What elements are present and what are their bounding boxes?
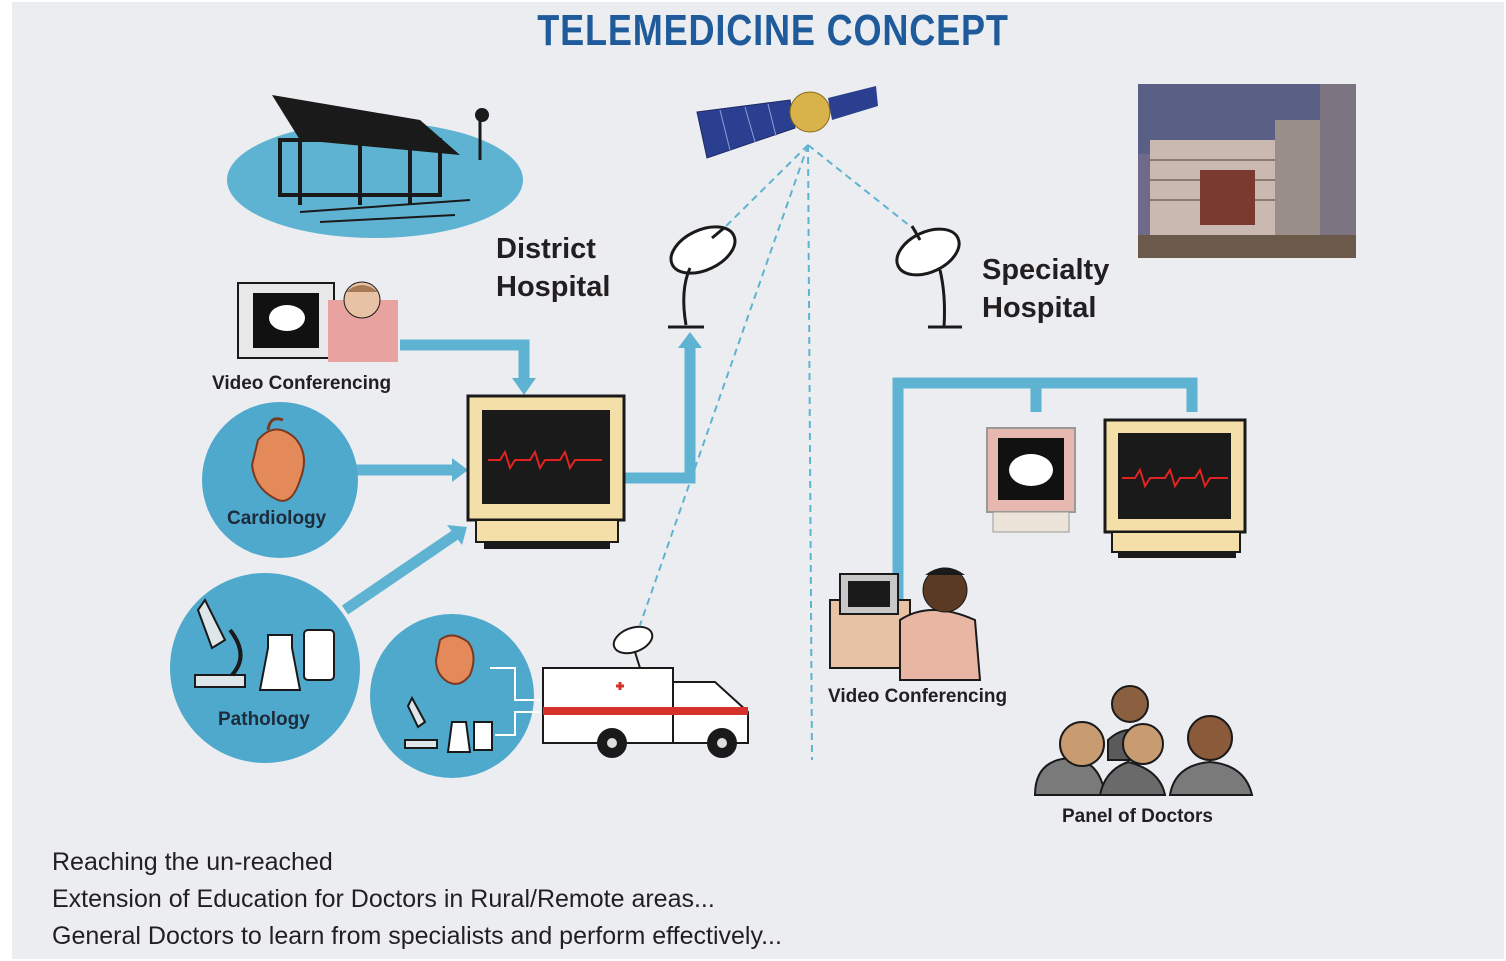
doctor-at-computer-icon <box>829 567 982 681</box>
cardiology-label: Cardiology <box>227 508 327 529</box>
district-hospital-line2: Hospital <box>496 271 611 303</box>
satellite-links <box>639 144 926 761</box>
heart-icon <box>434 634 475 685</box>
footer-line-3: General Doctors to learn from specialist… <box>52 922 782 950</box>
video-conferencing-left-label: Video Conferencing <box>212 373 392 394</box>
heart-icon <box>250 417 305 502</box>
panel-of-doctors-label: Panel of Doctors <box>1062 806 1213 827</box>
arrowheads <box>447 332 702 545</box>
video-conferencing-right-label: Video Conferencing <box>828 686 1008 707</box>
dish-antenna-icon <box>668 225 737 329</box>
ecg-monitor-icon <box>1103 418 1247 558</box>
specialty-hospital-line1: Specialty <box>982 254 1110 286</box>
district-hospital-label: District Hospital <box>496 230 610 306</box>
specialty-hospital-label: Specialty Hospital <box>982 251 1109 327</box>
footer-line-1: Reaching the un-reached <box>52 848 333 876</box>
microscope-icon <box>194 598 335 691</box>
pathology-label: Pathology <box>218 709 310 730</box>
district-hospital-line1: District <box>496 233 596 265</box>
monitor-icon <box>237 281 398 362</box>
monitor-icon <box>986 427 1076 533</box>
ambulance-icon <box>542 625 749 758</box>
hospital-photo <box>1138 84 1356 258</box>
ambulance-links <box>490 667 540 736</box>
footer-line-2: Extension of Education for Doctors in Ru… <box>52 885 715 913</box>
page-title: TELEMEDICINE CONCEPT <box>537 6 1009 55</box>
microscope-icon <box>404 695 493 753</box>
connectors-right <box>892 377 1198 600</box>
connectors-left <box>341 339 696 615</box>
dish-antenna-icon <box>895 225 962 329</box>
rural-hut-icon <box>227 95 523 238</box>
satellite-icon <box>696 86 878 159</box>
ecg-monitor-icon <box>466 394 626 549</box>
panel-of-doctors-icon <box>1033 685 1254 796</box>
specialty-hospital-line2: Hospital <box>982 292 1097 324</box>
